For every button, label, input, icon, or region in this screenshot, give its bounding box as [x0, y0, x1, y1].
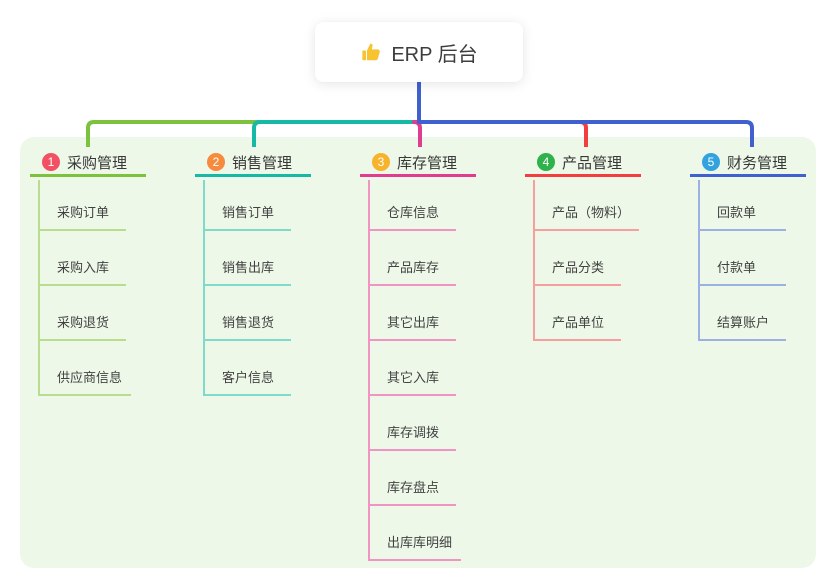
child-node[interactable]: 仓库信息 [368, 205, 456, 231]
branch-stem-line [698, 180, 700, 341]
branch-title-label: 采购管理 [67, 154, 128, 172]
child-node[interactable]: 采购入库 [38, 260, 126, 286]
branch-title-label: 产品管理 [562, 154, 623, 172]
branch-title-node[interactable]: 1 采购管理 [30, 150, 146, 177]
branch-stem-line [533, 180, 535, 341]
child-node[interactable]: 产品分类 [533, 260, 621, 286]
child-node[interactable]: 销售出库 [203, 260, 291, 286]
child-node[interactable]: 库存盘点 [368, 480, 456, 506]
child-node[interactable]: 付款单 [698, 260, 786, 286]
branch-title-node[interactable]: 3 库存管理 [360, 150, 476, 177]
branch-title-node[interactable]: 2 销售管理 [195, 150, 311, 177]
branch-stem-line [203, 180, 205, 396]
branch-title-node[interactable]: 5 财务管理 [690, 150, 806, 177]
child-node[interactable]: 供应商信息 [38, 370, 132, 396]
child-node[interactable]: 销售退货 [203, 315, 291, 341]
child-node[interactable]: 其它入库 [368, 370, 456, 396]
branch-number-badge: 4 [537, 153, 555, 171]
child-node[interactable]: 产品库存 [368, 260, 456, 286]
child-node[interactable]: 出库库明细 [368, 535, 462, 561]
root-label: ERP 后台 [391, 43, 478, 66]
branch-title-node[interactable]: 4 产品管理 [525, 150, 641, 177]
thumbs-up-icon [360, 41, 382, 63]
child-node[interactable]: 客户信息 [203, 370, 291, 396]
child-node[interactable]: 销售订单 [203, 205, 291, 231]
child-node[interactable]: 采购退货 [38, 315, 126, 341]
child-node[interactable]: 结算账户 [698, 315, 786, 341]
root-node[interactable]: ERP 后台 [315, 22, 523, 82]
child-node[interactable]: 其它出库 [368, 315, 456, 341]
branch-number-badge: 2 [207, 153, 225, 171]
branch-title-label: 销售管理 [232, 154, 293, 172]
branch-title-label: 财务管理 [727, 154, 788, 172]
branch-title-label: 库存管理 [397, 154, 458, 172]
branch-stem-line [38, 180, 40, 396]
child-node[interactable]: 回款单 [698, 205, 786, 231]
branch-stem-line [368, 180, 370, 561]
child-node[interactable]: 产品（物料） [533, 205, 640, 231]
branch-number-badge: 5 [702, 153, 720, 171]
branch-number-badge: 3 [372, 153, 390, 171]
child-node[interactable]: 采购订单 [38, 205, 126, 231]
branch-number-badge: 1 [42, 153, 60, 171]
content-panel [20, 137, 816, 568]
child-node[interactable]: 产品单位 [533, 315, 621, 341]
child-node[interactable]: 库存调拨 [368, 425, 456, 451]
